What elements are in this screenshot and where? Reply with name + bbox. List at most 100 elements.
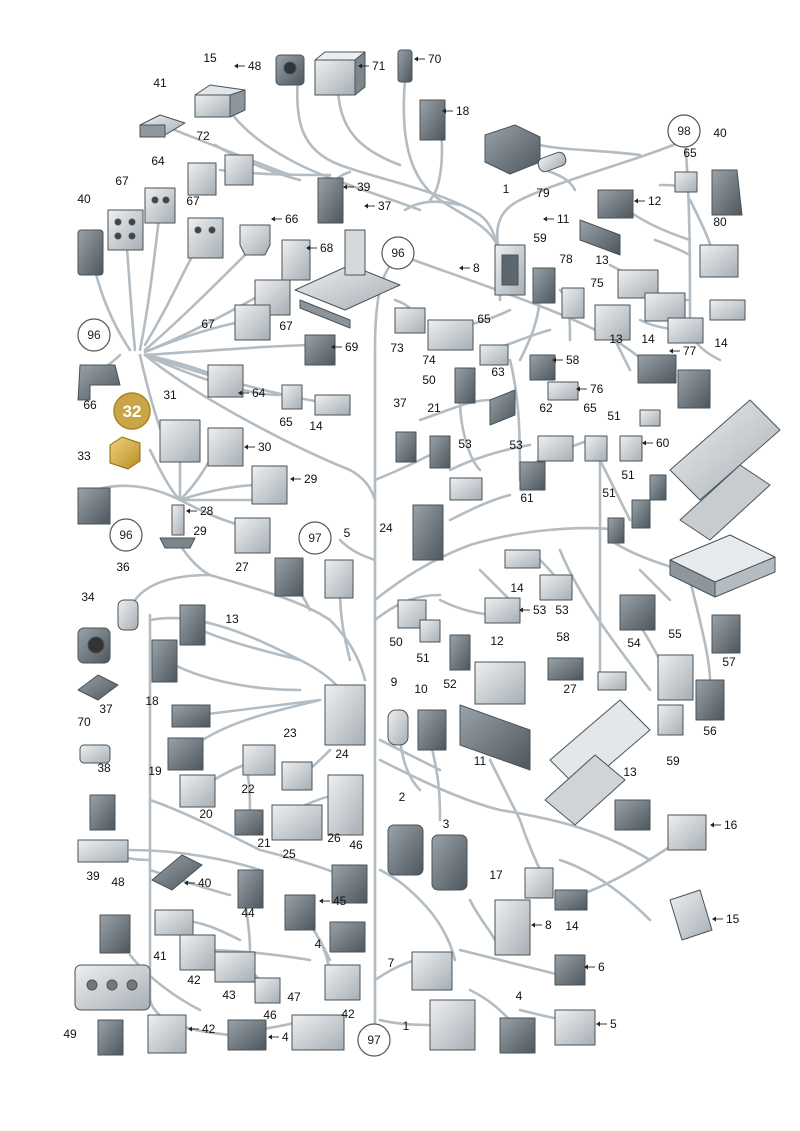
- callout-label: 51: [621, 468, 635, 482]
- callout: 13: [225, 612, 239, 626]
- callout: 24: [335, 747, 349, 761]
- callout: 22: [241, 782, 255, 796]
- connector-64-left: [207, 364, 244, 398]
- connector-51-mid: [419, 619, 441, 643]
- callout-label: 6: [598, 960, 605, 974]
- connector-1-bot: [429, 999, 476, 1051]
- connector-15: [194, 84, 246, 118]
- connector-65-left: [281, 384, 303, 410]
- callout: 62: [539, 401, 553, 415]
- callout: 4: [268, 1030, 289, 1044]
- connector-63: [489, 389, 516, 426]
- connector-13-tr2: [644, 292, 686, 322]
- reference-circle: 97: [357, 1023, 391, 1057]
- callout-label: 40: [77, 192, 91, 206]
- callout-label: 15: [726, 912, 740, 926]
- callout-label: 45: [333, 894, 347, 908]
- callout-label: 64: [252, 386, 266, 400]
- callout-label: 54: [627, 636, 641, 650]
- callout-label: 4: [282, 1030, 289, 1044]
- connector-48: [275, 54, 305, 86]
- callout-label: 58: [556, 630, 570, 644]
- connector-46-mid: [331, 864, 368, 904]
- callout-label: 14: [641, 332, 655, 346]
- connector-4-bot-right: [499, 1017, 536, 1054]
- callout: 60: [642, 436, 670, 450]
- callout-label: 14: [714, 336, 728, 350]
- callout: 5: [596, 1017, 617, 1031]
- connector-58-mid: [547, 657, 584, 681]
- callout-label: 51: [602, 486, 616, 500]
- connector-53-a: [537, 435, 574, 462]
- callout: 1: [503, 182, 510, 196]
- connector-40-tr: [711, 169, 743, 216]
- callout: 61: [520, 491, 534, 505]
- callout: 53: [458, 437, 472, 451]
- callout: 58: [556, 630, 570, 644]
- connector-80: [699, 244, 739, 278]
- switch-panel-49: [74, 964, 151, 1011]
- connector-59-top: [532, 267, 556, 304]
- callout-label: 40: [713, 126, 727, 140]
- callout: 27: [235, 560, 249, 574]
- callout-label: 26: [327, 831, 341, 845]
- callout: 34: [81, 590, 95, 604]
- callout: 37: [364, 199, 392, 213]
- callout-label: 49: [63, 1027, 77, 1041]
- callout-label: 53: [555, 603, 569, 617]
- callout-label: 78: [559, 252, 573, 266]
- callout-label: 44: [241, 906, 255, 920]
- callout: 31: [163, 388, 177, 402]
- connector-27-mid: [274, 557, 304, 597]
- connector-67-c: [187, 217, 224, 259]
- connector-53-c: [484, 597, 521, 624]
- callout-label: 5: [344, 526, 351, 540]
- connector-36: [117, 599, 139, 631]
- connector-13-right: [614, 799, 651, 831]
- connector-2: [387, 824, 424, 876]
- callout-label: 10: [414, 682, 428, 696]
- connector-69: [304, 334, 336, 366]
- callout-label: 8: [545, 918, 552, 932]
- connector-51-a: [649, 474, 667, 501]
- callout-label: 30: [258, 440, 272, 454]
- connector-44: [237, 869, 264, 909]
- connector-22: [242, 744, 276, 776]
- callout-label: 36: [116, 560, 130, 574]
- callout-label: 64: [151, 154, 165, 168]
- callout-label: 50: [422, 373, 436, 387]
- connector-40-left: [151, 854, 203, 891]
- callout-label: 51: [607, 409, 621, 423]
- fuse-block: [544, 699, 651, 826]
- callout-label: 13: [609, 332, 623, 346]
- connector-37-mid: [395, 431, 417, 463]
- connector-52: [449, 634, 471, 671]
- connector-4-mid: [329, 921, 366, 953]
- callout-label: 53: [533, 603, 547, 617]
- reference-circle: 97: [298, 521, 332, 555]
- callout-label: 14: [565, 919, 579, 933]
- callout: 14: [641, 332, 655, 346]
- callout: 40: [713, 126, 727, 140]
- callout: 55: [668, 627, 682, 641]
- tray-module: [669, 534, 776, 598]
- connector-27-right: [597, 671, 627, 691]
- callout: 66: [271, 212, 299, 226]
- callout-label: 42: [202, 1022, 216, 1036]
- callout: 67: [186, 194, 200, 208]
- callout: 18: [442, 104, 470, 118]
- connector-65-mid: [479, 344, 509, 366]
- callout: 74: [422, 353, 436, 367]
- callout: 70: [414, 52, 442, 66]
- connector-21-left: [234, 809, 264, 836]
- callout: 41: [153, 949, 167, 963]
- callout-label: 58: [566, 353, 580, 367]
- callout-label: 66: [83, 398, 97, 412]
- callout: 56: [703, 724, 717, 738]
- reference-circle: 96: [77, 318, 111, 352]
- callout-label: 48: [111, 875, 125, 889]
- connector-7: [411, 951, 453, 991]
- connector-72: [224, 154, 254, 186]
- connector-74: [427, 319, 474, 351]
- callout-label: 42: [187, 973, 201, 987]
